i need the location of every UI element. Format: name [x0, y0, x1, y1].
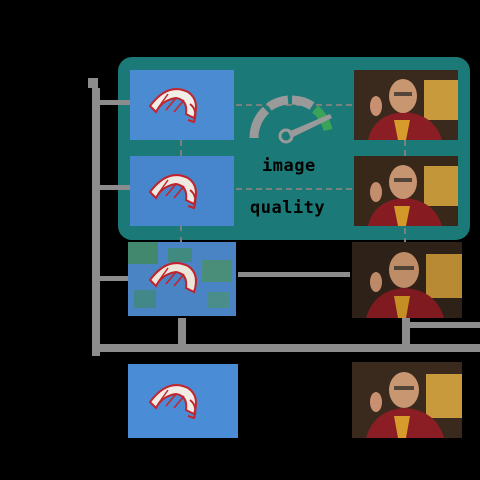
connector-branch-1 [100, 100, 132, 105]
panel-label-image: image [262, 156, 316, 176]
portrait-thumbnail [354, 70, 458, 140]
kite-thumbnail-output [128, 364, 238, 438]
connector-branch-2 [100, 185, 132, 190]
connector-arrow-tip [88, 78, 98, 88]
dashed-guide-left-vertical [180, 140, 182, 156]
portrait-thumbnail-noisy [352, 242, 462, 318]
dashed-guide-left-lower [180, 225, 182, 243]
gauge-icon [244, 86, 340, 146]
kite-thumbnail-compressed [130, 156, 234, 226]
dashed-guide-bottom [236, 188, 352, 190]
kite-thumbnail-noisy [128, 242, 236, 316]
connector-bottom-horizontal [92, 344, 480, 352]
dashed-guide-right-lower [404, 228, 406, 244]
connector-middle-bar [238, 272, 350, 277]
dashed-guide-right-vertical [404, 140, 406, 156]
portrait-thumbnail-compressed [354, 156, 458, 226]
connector-right-stub [402, 322, 480, 328]
panel-label-quality: quality [250, 198, 326, 218]
connector-portrait-drop [402, 318, 410, 348]
connector-branch-3 [100, 276, 130, 281]
connector-vertical-left [92, 88, 100, 356]
dashed-guide-top [236, 104, 352, 106]
portrait-thumbnail-output [352, 362, 462, 438]
kite-thumbnail [130, 70, 234, 140]
connector-kite-drop [178, 318, 186, 350]
